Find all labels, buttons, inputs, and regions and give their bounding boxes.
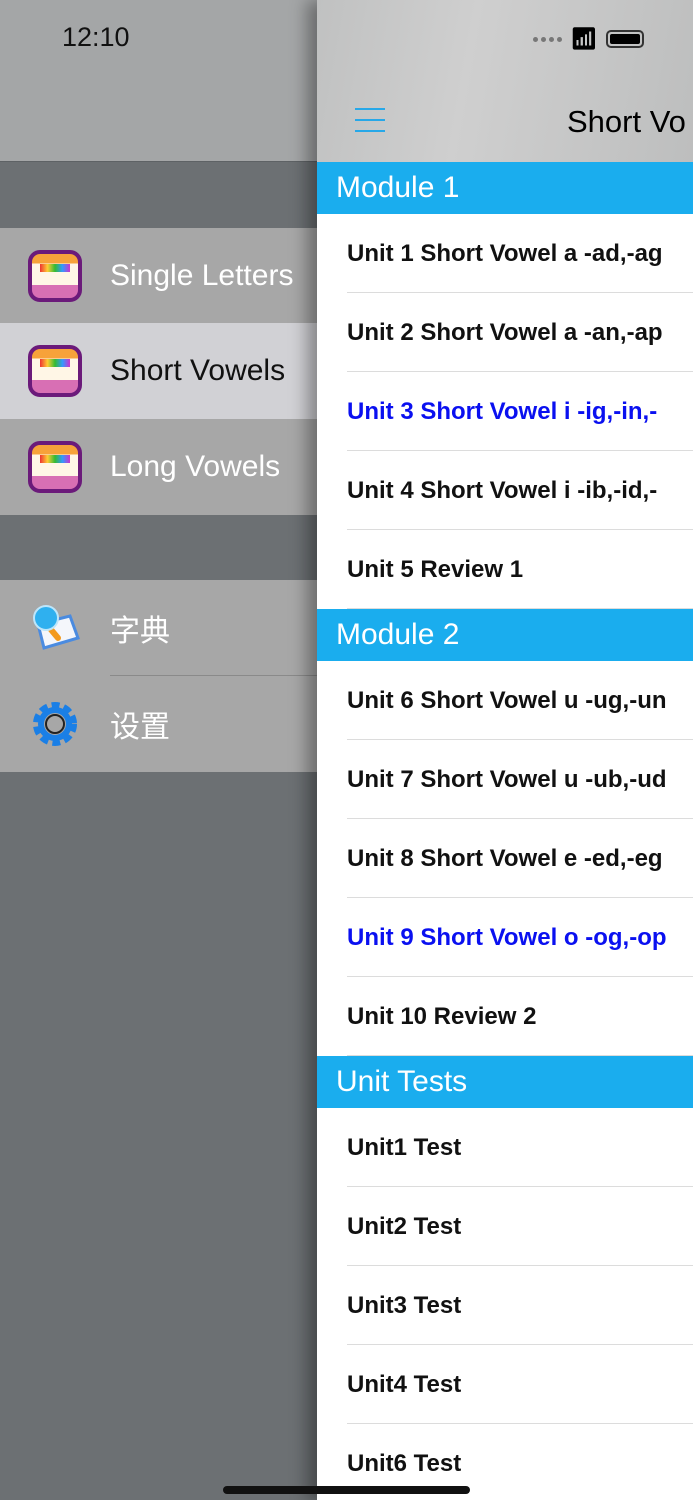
list-item[interactable]: Unit4 Test bbox=[317, 1345, 693, 1424]
home-indicator[interactable] bbox=[223, 1486, 470, 1494]
list-item[interactable]: Unit 9 Short Vowel o -og,-op bbox=[317, 898, 693, 977]
list-item[interactable]: Unit1 Test bbox=[317, 1108, 693, 1187]
drawer-header: 12:10 bbox=[0, 0, 317, 162]
drawer-item-label: 设置 bbox=[110, 711, 170, 744]
list-item[interactable]: Unit6 Test bbox=[317, 1424, 693, 1500]
list-item[interactable]: Unit3 Test bbox=[317, 1266, 693, 1345]
section-header: Module 2 bbox=[317, 609, 693, 661]
list-item[interactable]: Unit 4 Short Vowel i -ib,-id,- bbox=[317, 451, 693, 530]
list-item[interactable]: Unit2 Test bbox=[317, 1187, 693, 1266]
drawer-item-long-vowels[interactable]: Long Vowels bbox=[0, 419, 317, 515]
nav-bar: 📶︎ Short Vo bbox=[317, 0, 693, 162]
wifi-icon: 📶︎ bbox=[570, 26, 598, 51]
hamburger-icon[interactable] bbox=[355, 108, 385, 132]
list-item[interactable]: Unit 3 Short Vowel i -ig,-in,- bbox=[317, 372, 693, 451]
app-icon bbox=[28, 250, 82, 302]
side-drawer: 12:10 Single Letters Short Vowels Long V… bbox=[0, 0, 317, 1500]
drawer-item-single-letters[interactable]: Single Letters bbox=[0, 228, 317, 324]
list-item[interactable]: Unit 1 Short Vowel a -ad,-ag bbox=[317, 214, 693, 293]
status-time: 12:10 bbox=[62, 22, 130, 52]
drawer-item-settings[interactable]: 设置 bbox=[0, 676, 317, 772]
divider bbox=[110, 675, 317, 676]
drawer-item-label: Short Vowels bbox=[110, 354, 286, 387]
list-item[interactable]: Unit 10 Review 2 bbox=[317, 977, 693, 1056]
page-title: Short Vo bbox=[567, 104, 686, 139]
gear-icon bbox=[33, 702, 77, 746]
section-header: Unit Tests bbox=[317, 1056, 693, 1108]
drawer-item-dictionary[interactable]: 字典 bbox=[0, 580, 317, 676]
app-icon bbox=[28, 345, 82, 397]
app-icon bbox=[28, 441, 82, 493]
drawer-item-label: 字典 bbox=[110, 615, 170, 648]
list-item[interactable]: Unit 7 Short Vowel u -ub,-ud bbox=[317, 740, 693, 819]
drawer-item-short-vowels[interactable]: Short Vowels bbox=[0, 323, 317, 419]
signal-icon bbox=[533, 36, 562, 42]
drawer-item-label: Long Vowels bbox=[110, 450, 281, 483]
dictionary-icon bbox=[33, 605, 80, 650]
list-item[interactable]: Unit 6 Short Vowel u -ug,-un bbox=[317, 661, 693, 740]
status-indicators: 📶︎ bbox=[533, 26, 644, 52]
battery-icon bbox=[605, 30, 644, 48]
list-item[interactable]: Unit 2 Short Vowel a -an,-ap bbox=[317, 293, 693, 372]
section-header: Module 1 bbox=[317, 162, 693, 214]
drawer-item-label: Single Letters bbox=[110, 259, 294, 292]
list-item[interactable]: Unit 8 Short Vowel e -ed,-eg bbox=[317, 819, 693, 898]
list-item[interactable]: Unit 5 Review 1 bbox=[317, 530, 693, 609]
